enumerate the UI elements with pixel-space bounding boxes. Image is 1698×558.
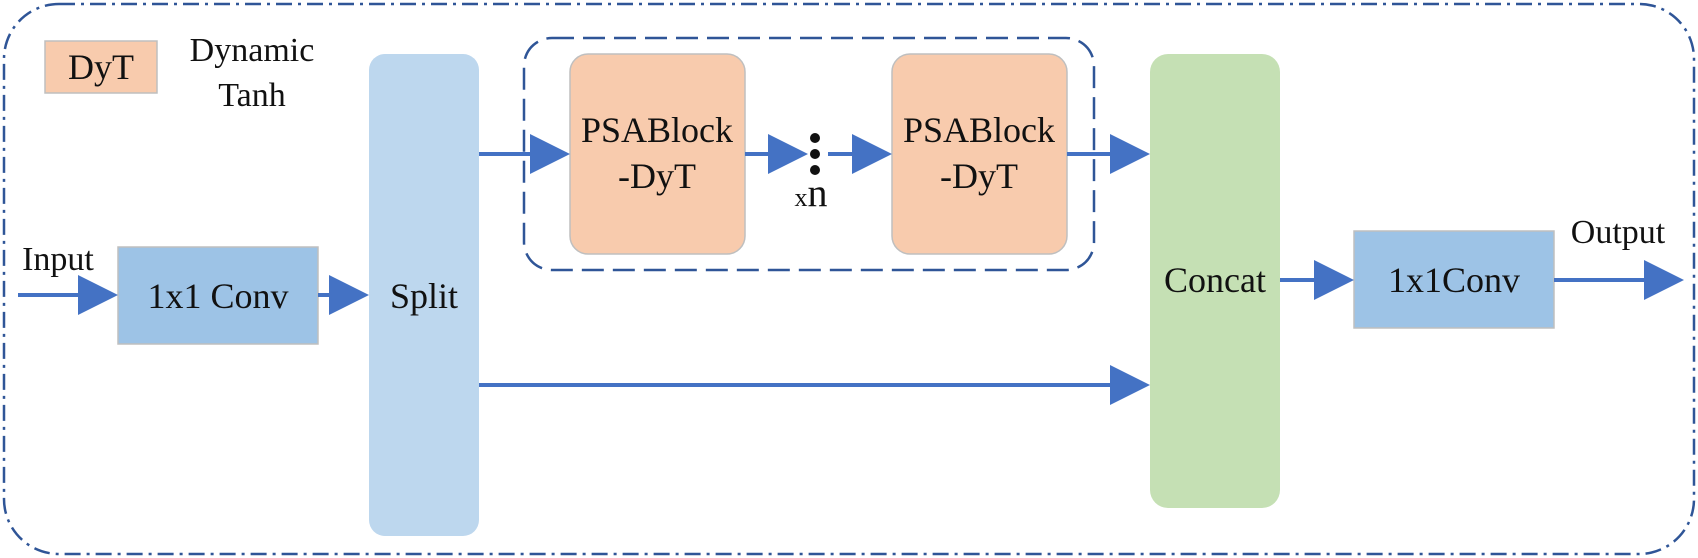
ellipsis-dot-middle [810, 149, 820, 159]
concat-node [1150, 54, 1280, 508]
psablock-dyt-1-line2: -DyT [618, 156, 696, 196]
ellipsis-dot-top [810, 133, 820, 143]
psablock-dyt-2-line2: -DyT [940, 156, 1018, 196]
repeat-group-frame [522, 36, 1096, 272]
conv-in-node [117, 246, 319, 345]
repeat-prefix: x [795, 183, 808, 212]
ellipsis-dot-bottom [810, 165, 820, 175]
psablock-dyt-1-line1: PSABlock [581, 110, 733, 150]
repeat-count-label: xn [795, 170, 828, 215]
conv-out-label: 1x1Conv [1388, 260, 1520, 300]
conv-in-label: 1x1 Conv [147, 276, 288, 316]
legend-dyt-swatch [44, 40, 158, 94]
psablock-dyt-2-line1: PSABlock [903, 110, 1055, 150]
output-label: Output [1571, 214, 1666, 251]
split-label: Split [390, 276, 458, 316]
concat-label: Concat [1164, 260, 1266, 300]
conv-out-node [1353, 230, 1555, 329]
legend-description-line1: Dynamic [190, 32, 315, 69]
legend-dyt-swatch-label: DyT [68, 47, 134, 87]
split-node [369, 54, 479, 536]
legend-description-line2: Tanh [218, 77, 286, 114]
psablock-dyt-node-1 [569, 53, 746, 255]
psablock-dyt-node-2 [891, 53, 1068, 255]
input-label: Input [22, 241, 94, 278]
repeat-count: n [808, 170, 828, 215]
